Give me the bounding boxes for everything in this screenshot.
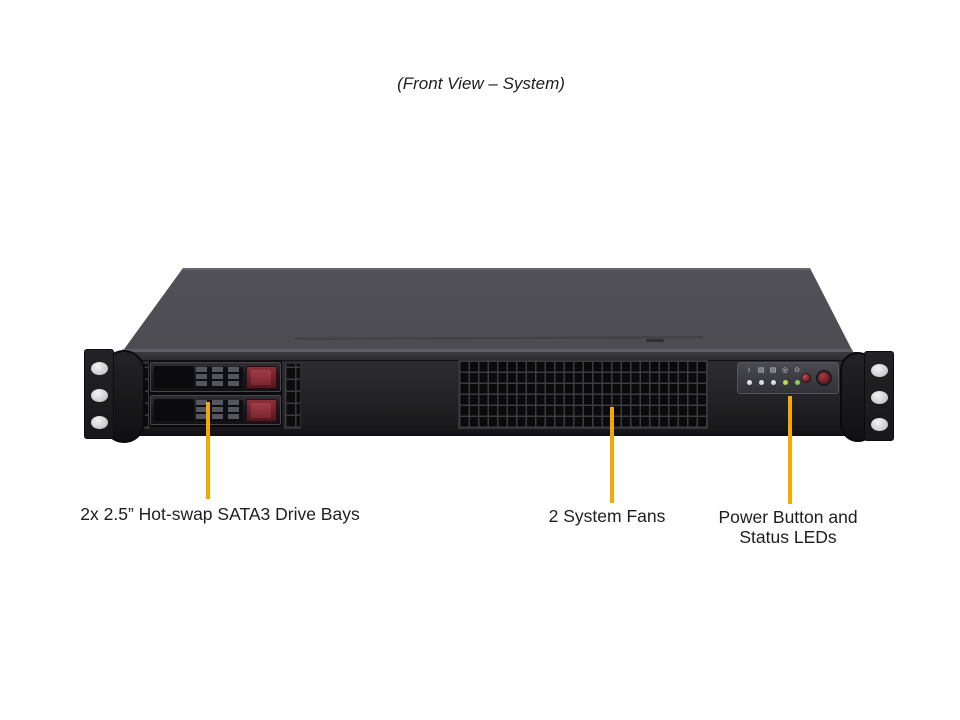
drive-tray-2-face bbox=[154, 399, 194, 421]
nic1-led: ▤ bbox=[755, 363, 767, 395]
rack-ear-right-hole-2 bbox=[871, 391, 888, 404]
callout-label-power: Power Button and Status LEDs bbox=[688, 507, 888, 547]
reset-button bbox=[801, 373, 811, 383]
rack-ear-left bbox=[84, 349, 114, 439]
rack-ear-left-hole-2 bbox=[91, 389, 108, 402]
drive-tray-2-latch-button bbox=[251, 403, 271, 418]
callout-line-fans bbox=[610, 407, 614, 503]
info-led-light bbox=[746, 380, 752, 385]
drive-tray-1 bbox=[150, 362, 281, 392]
drive-tray-1-latch-button bbox=[251, 370, 271, 385]
nic2-led-light bbox=[770, 380, 776, 385]
nic2-led-icon: ▤ bbox=[769, 367, 777, 374]
power-led-light bbox=[794, 380, 800, 385]
front-control-panel: i ▤ ▤ ◎ ⊙ bbox=[737, 362, 839, 394]
callout-label-drive-bays: 2x 2.5” Hot-swap SATA3 Drive Bays bbox=[80, 504, 360, 524]
drive-tray-2-vents bbox=[196, 400, 243, 421]
power-led: ⊙ bbox=[791, 363, 803, 395]
info-led: i bbox=[743, 363, 755, 395]
drive-tray-1-face bbox=[154, 366, 194, 388]
figure-title: (Front View – System) bbox=[397, 74, 565, 93]
vent-strip-middle bbox=[284, 363, 301, 429]
callout-line-drive-bays bbox=[206, 402, 210, 499]
drive-bays bbox=[149, 361, 282, 427]
drive-tray-2 bbox=[150, 395, 281, 425]
drive-tray-1-vents bbox=[196, 367, 243, 388]
nic2-led: ▤ bbox=[767, 363, 779, 395]
callout-label-fans: 2 System Fans bbox=[548, 506, 666, 526]
rack-ear-right-hole-3 bbox=[871, 418, 888, 431]
hdd-led-icon: ◎ bbox=[781, 367, 789, 374]
callout-label-power-line1: Power Button and bbox=[718, 507, 858, 527]
rack-ear-right-hole-1 bbox=[871, 364, 888, 377]
power-button bbox=[816, 370, 832, 386]
rack-ear-right bbox=[864, 351, 894, 441]
rack-ear-left-hole-3 bbox=[91, 416, 108, 429]
power-led-icon: ⊙ bbox=[794, 367, 800, 374]
callout-line-power bbox=[788, 396, 792, 504]
drive-tray-2-release-latch bbox=[246, 399, 277, 422]
info-led-icon: i bbox=[748, 367, 750, 374]
chassis-top-latch bbox=[646, 339, 664, 342]
callout-label-power-line2: Status LEDs bbox=[739, 527, 837, 547]
nic1-led-icon: ▤ bbox=[757, 367, 765, 374]
nic1-led-light bbox=[758, 380, 764, 385]
chassis-top-front-bevel bbox=[122, 349, 853, 352]
hdd-led-light bbox=[782, 380, 788, 385]
rack-ear-left-hole-1 bbox=[91, 362, 108, 375]
fan-grille bbox=[458, 360, 708, 429]
drive-tray-1-release-latch bbox=[246, 366, 277, 389]
hdd-led: ◎ bbox=[779, 363, 791, 395]
chassis-top-back-edge bbox=[183, 268, 810, 270]
